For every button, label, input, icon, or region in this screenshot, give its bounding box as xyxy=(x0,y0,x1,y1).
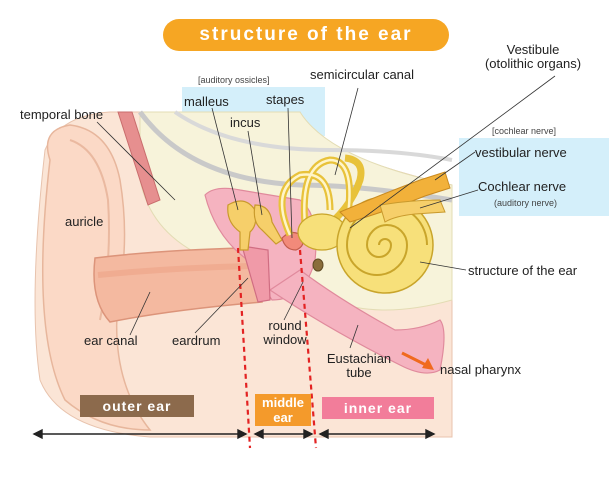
label-semicircular-canal: semicircular canal xyxy=(310,67,415,82)
eustachian-tube-shape xyxy=(268,269,445,374)
vestibule-sub-text: (otolithic organs) xyxy=(484,56,582,71)
region-arrows xyxy=(32,428,436,440)
malleus-shape xyxy=(227,200,257,251)
label-stapes: stapes xyxy=(266,92,305,107)
vestibule-text: Vestibule xyxy=(506,42,560,57)
divider-outer-middle xyxy=(236,247,252,449)
vestibular-nerve-shape xyxy=(339,171,451,223)
label-structure-of-ear: structure of the ear xyxy=(468,263,578,278)
label-temporal-bone: temporal bone xyxy=(20,107,104,122)
tag-inner-ear: inner ear xyxy=(322,397,434,419)
diagram-title: structure of the ear xyxy=(163,19,449,51)
label-cochlear-nerve-sub: (auditory nerve) xyxy=(494,198,558,208)
label-cochlear-nerve-header: [cochlear nerve] xyxy=(492,126,557,136)
nerve-label-box xyxy=(459,138,609,216)
nasal-pharynx-arrow xyxy=(401,351,429,368)
muscle-strip xyxy=(117,111,161,206)
label-ear-canal: ear canal xyxy=(84,333,138,348)
label-nasal-pharynx: nasal pharynx xyxy=(440,362,521,377)
label-round-window: round window xyxy=(263,318,307,347)
tag-outer-ear: outer ear xyxy=(80,395,194,417)
divider-middle-inner xyxy=(298,249,318,449)
tag-middle-ear: middle ear xyxy=(255,394,311,426)
ear-canal-shade xyxy=(97,263,251,278)
leader-lines xyxy=(96,75,556,349)
label-incus: incus xyxy=(230,115,261,130)
label-eardrum: eardrum xyxy=(172,333,221,348)
label-auricle: auricle xyxy=(65,214,104,229)
incus-shape xyxy=(253,204,283,245)
label-eustachian-tube: Eustachian tube xyxy=(326,351,392,380)
label-cochlear-nerve: Cochlear nerve xyxy=(478,179,567,194)
label-vestibular-nerve: vestibular nerve xyxy=(475,145,567,160)
label-vestibule: Vestibule (otolithic organs) xyxy=(458,43,608,71)
label-malleus: malleus xyxy=(184,94,229,109)
eardrum-shape xyxy=(241,245,271,303)
label-auditory-ossicles: [auditory ossicles] xyxy=(198,75,270,85)
skull-top xyxy=(173,110,453,162)
round-window-shape xyxy=(312,258,324,272)
